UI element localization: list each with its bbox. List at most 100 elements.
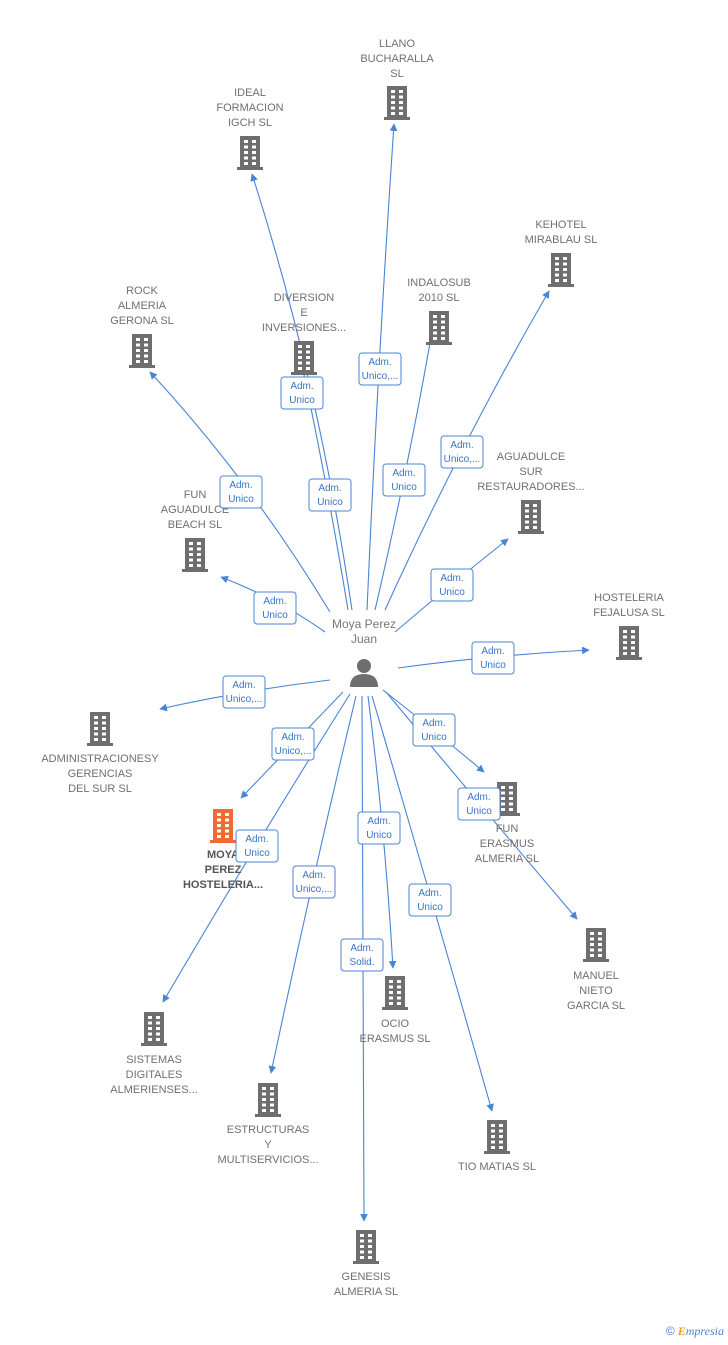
edge-label-text: Adm.: [422, 718, 445, 729]
company-label: RESTAURADORES...: [477, 481, 584, 493]
edge-label-text: Unico,...: [444, 454, 481, 465]
company-label: GARCIA SL: [567, 1000, 625, 1012]
edge-label-funaguadulce[interactable]: Adm. Unico: [253, 591, 297, 625]
brand-name: mpresia: [685, 1324, 724, 1338]
empresia-watermark[interactable]: ©Empresia: [666, 1324, 724, 1339]
company-label: GERONA SL: [110, 315, 174, 327]
edge-label-text: Unico: [480, 660, 506, 671]
building-icon: [384, 86, 410, 120]
edge-label-box: [222, 675, 266, 709]
company-label: ROCK: [126, 285, 158, 297]
company-label: ERASMUS SL: [360, 1033, 431, 1045]
building-icon: [484, 1120, 510, 1154]
edge-label-text: Adm.: [263, 596, 286, 607]
company-label: Y: [264, 1139, 272, 1151]
edge-label-box: [235, 829, 279, 863]
edge-label-kehotel[interactable]: Adm. Unico,...: [440, 435, 484, 469]
edge-label-text: Solid.: [349, 957, 374, 968]
company-label: MOYA: [207, 849, 239, 861]
edge-label-ideal[interactable]: Adm.Unico: [280, 376, 324, 410]
company-label: IDEAL: [234, 87, 266, 99]
company-label: MANUEL: [573, 970, 619, 982]
company-label: DIVERSION: [274, 292, 335, 304]
edge-label-text: Adm.: [350, 943, 373, 954]
company-label: DEL SUR SL: [68, 783, 132, 795]
edge-label-estructuras[interactable]: Adm.Unico,...: [292, 865, 336, 899]
edge-label-text: Unico: [262, 610, 288, 621]
edge-label-text: Adm.: [440, 573, 463, 584]
edge-label-text: Adm.: [392, 468, 415, 479]
company-node-estructuras[interactable]: ESTRUCTURASYMULTISERVICIOS...: [217, 1083, 319, 1166]
building-icon: [426, 311, 452, 345]
edge-label-box: [408, 883, 452, 917]
company-label: ERASMUS: [480, 838, 534, 850]
person-name: Moya Perez: [332, 617, 396, 631]
edge-label-text: Unico,...: [226, 694, 263, 705]
edge-label-text: Adm.: [302, 870, 325, 881]
building-icon: [182, 538, 208, 572]
company-node-fejalusa[interactable]: HOSTELERIA FEJALUSA SL: [593, 592, 665, 660]
company-label: MULTISERVICIOS...: [217, 1154, 318, 1166]
edge-label-text: Adm.: [450, 440, 473, 451]
company-node-manuel[interactable]: MANUEL NIETO GARCIA SL: [567, 928, 625, 1012]
edge-label-text: Unico: [439, 587, 465, 598]
edge-label-text: Unico: [391, 482, 417, 493]
edge-label-text: Adm.: [481, 646, 504, 657]
company-label: AGUADULCE: [497, 451, 565, 463]
company-label: ADMINISTRACIONESY: [41, 753, 159, 765]
company-label: DIGITALES: [126, 1069, 183, 1081]
building-icon: [494, 782, 520, 816]
person-name: Juan: [351, 632, 377, 646]
edge-label-diversion[interactable]: Adm.Unico: [308, 478, 352, 512]
edge-label-text: Unico: [244, 848, 270, 859]
company-label: PEREZ: [205, 864, 242, 876]
edge-label-rock[interactable]: Adm.Unico: [219, 475, 263, 509]
building-icon: [548, 253, 574, 287]
edge-label-ocio[interactable]: Adm.Unico: [357, 811, 401, 845]
edge-label-box: [253, 591, 297, 625]
building-icon: [210, 809, 236, 843]
edge-label-text: Unico: [366, 830, 392, 841]
company-label: HOSTELERIA...: [183, 879, 263, 891]
edge-label-fejalusa[interactable]: Adm. Unico: [471, 641, 515, 675]
edge-label-genesis[interactable]: Adm. Solid.: [340, 938, 384, 972]
edge-label-sistemas[interactable]: Adm.Unico: [235, 829, 279, 863]
company-label: HOSTELERIA: [594, 592, 664, 604]
company-node-sistemas[interactable]: SISTEMASDIGITALESALMERIENSES...: [110, 1012, 198, 1096]
edge-label-aguadulce[interactable]: Adm. Unico: [430, 568, 474, 602]
edge-label-tiomatias[interactable]: Adm.Unico: [408, 883, 452, 917]
company-node-aguadulce[interactable]: AGUADULCESURRESTAURADORES...: [477, 451, 585, 534]
building-icon: [583, 928, 609, 962]
company-label: FEJALUSA SL: [593, 607, 665, 619]
company-label: ALMERIENSES...: [110, 1084, 197, 1096]
company-label: NIETO: [579, 985, 613, 997]
company-node-diversion[interactable]: DIVERSIONEINVERSIONES...: [262, 292, 346, 375]
edge-label-llano[interactable]: Adm.Unico,...: [358, 352, 402, 386]
building-icon: [237, 136, 263, 170]
company-label: 2010 SL: [419, 292, 460, 304]
edge-labels-layer: Adm.Unico,...Adm.UnicoAdm.UnicoAdm.Unico…: [219, 352, 515, 972]
edge-label-box: [440, 435, 484, 469]
company-node-moya[interactable]: MOYA PEREZ HOSTELERIA...: [183, 809, 263, 891]
edge-label-administraciones[interactable]: Adm.Unico,...: [222, 675, 266, 709]
edge-label-moya[interactable]: Adm.Unico,...: [271, 727, 315, 761]
company-node-tiomatias[interactable]: TIO MATIAS SL: [458, 1120, 536, 1173]
edge-label-indalosub[interactable]: Adm. Unico: [382, 463, 426, 497]
building-icon: [518, 500, 544, 534]
edge-label-funerasmus[interactable]: Adm.Unico: [412, 713, 456, 747]
edge-label-manuel[interactable]: Adm.Unico: [457, 787, 501, 821]
company-label: E: [300, 307, 307, 319]
edge-label-box: [412, 713, 456, 747]
